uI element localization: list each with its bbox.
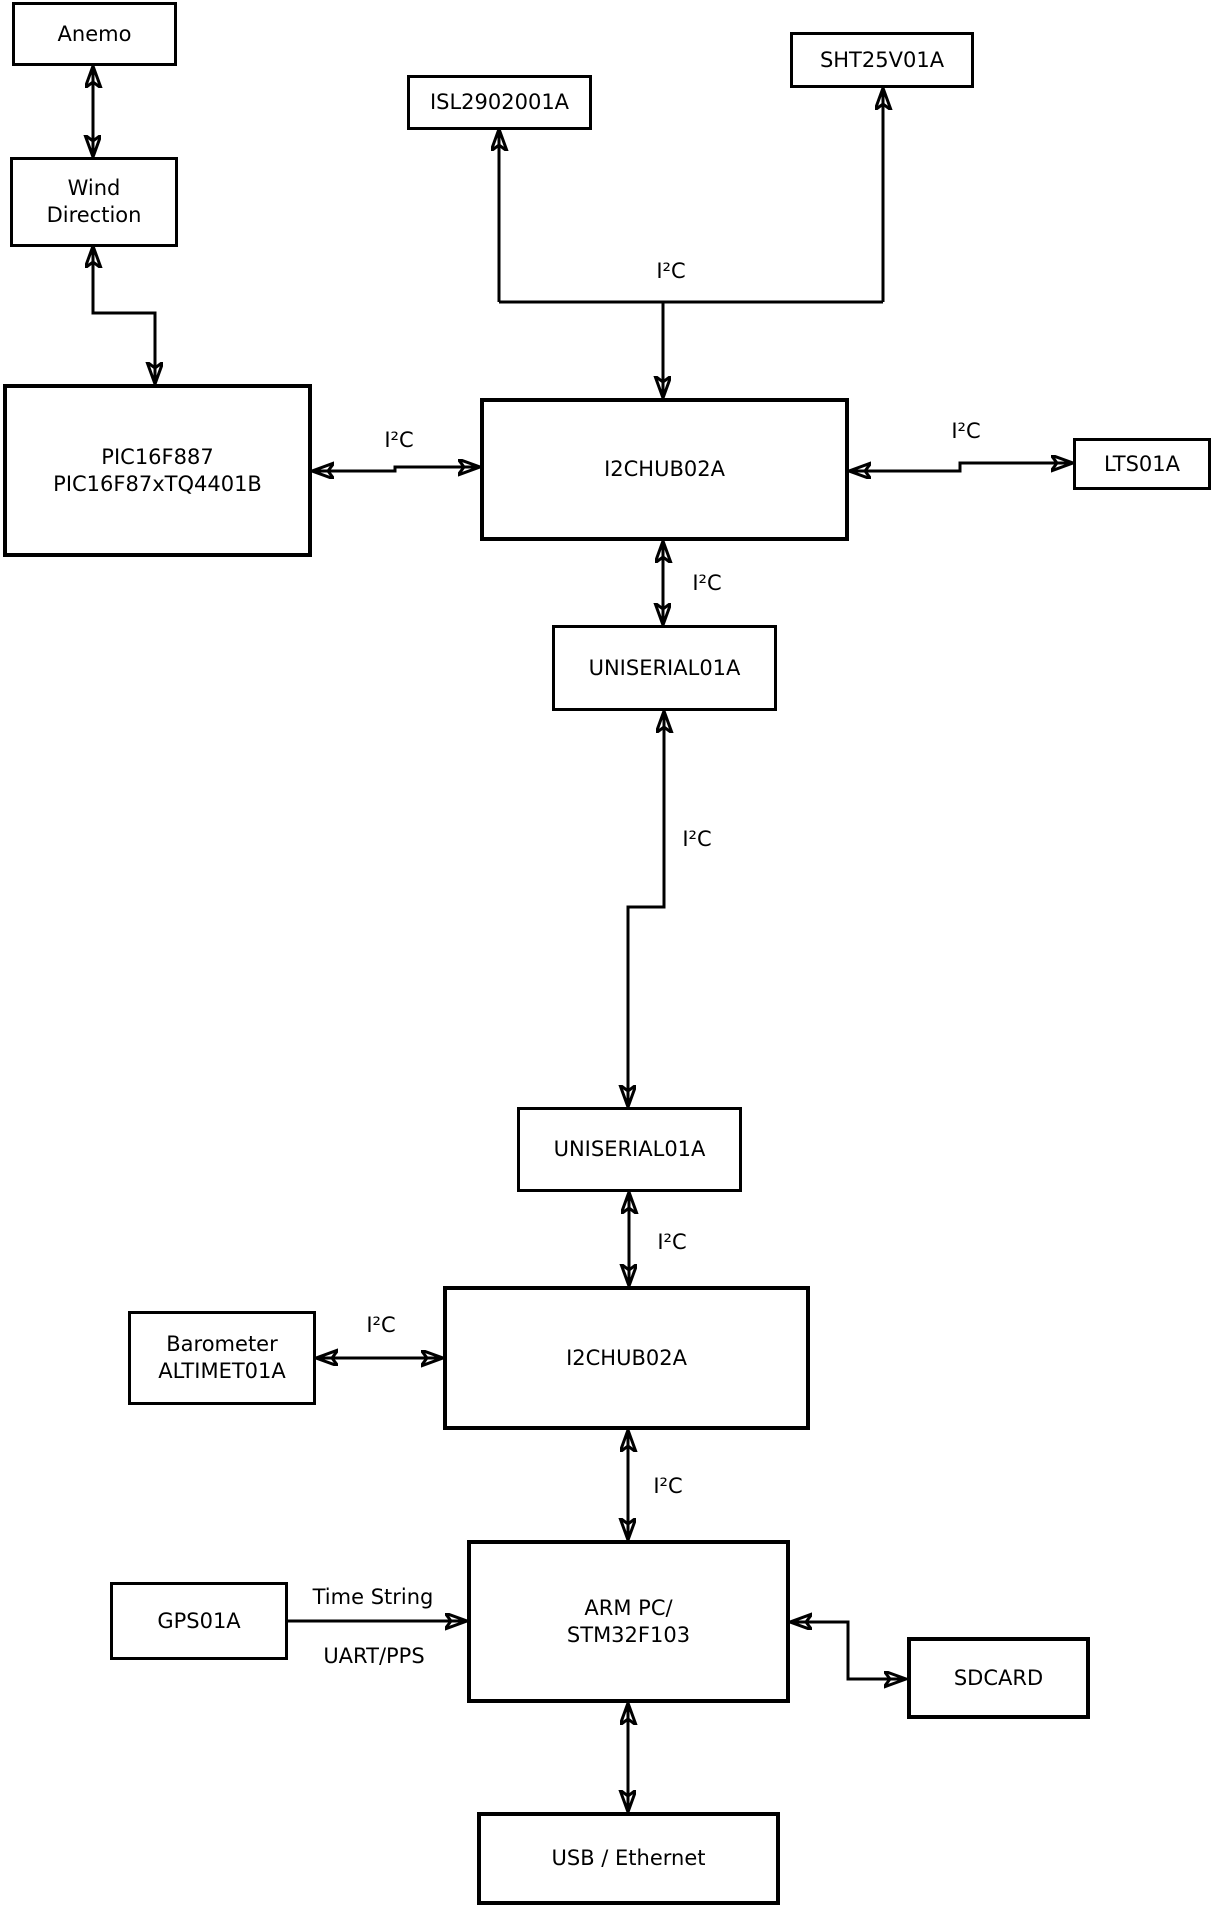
node-arm-pc-label-line2: STM32F103 — [566, 1622, 691, 1647]
node-sht25v01a-label: SHT25V01A — [819, 47, 945, 72]
node-gps01a: GPS01A — [110, 1582, 288, 1660]
edge-label-i2c-barometer-hubbottom: I²C — [366, 1313, 396, 1337]
node-uniserial01a-bottom-label: UNISERIAL01A — [553, 1137, 706, 1161]
connector-winddirection-pic — [93, 246, 155, 384]
node-sdcard: SDCARD — [907, 1637, 1090, 1719]
connector-armpc-sdcard — [790, 1622, 906, 1679]
edge-label-i2c-pic-hubtop: I²C — [384, 428, 414, 452]
node-arm-pc-stm32f103: ARM PC/ STM32F103 — [467, 1540, 790, 1703]
node-isl2902001a: ISL2902001A — [407, 75, 592, 130]
node-isl2902001a-label: ISL2902001A — [429, 90, 570, 114]
edge-label-i2c-bus: I²C — [656, 259, 686, 283]
edge-label-i2c-hubtop-uniserialtop: I²C — [692, 571, 722, 595]
node-i2chub02a-bottom: I2CHUB02A — [443, 1286, 810, 1430]
node-pic16f887-label-line2: PIC16F87xTQ4401B — [53, 471, 262, 496]
node-uniserial01a-bottom: UNISERIAL01A — [517, 1107, 742, 1192]
node-uniserial01a-top: UNISERIAL01A — [552, 625, 777, 711]
node-i2chub02a-top-label: I2CHUB02A — [604, 457, 725, 481]
node-sht25v01a: SHT25V01A — [790, 32, 974, 88]
edge-label-uart-pps: UART/PPS — [323, 1644, 425, 1668]
node-pic16f887: PIC16F887 PIC16F87xTQ4401B — [3, 384, 312, 557]
node-barometer-label-line1: Barometer — [166, 1332, 278, 1356]
node-usb-ethernet-label: USB / Ethernet — [551, 1846, 706, 1870]
node-wind-direction: Wind Direction — [10, 157, 178, 247]
node-wind-direction-label-line2: Direction — [46, 203, 142, 227]
node-barometer-altimet01a: Barometer ALTIMET01A — [128, 1311, 316, 1405]
edge-label-i2c-hubtop-lts: I²C — [951, 419, 981, 443]
node-arm-pc-label-line1: ARM PC/ — [584, 1595, 673, 1620]
node-i2chub02a-top: I2CHUB02A — [480, 398, 849, 541]
node-gps01a-label: GPS01A — [157, 1608, 241, 1633]
connector-pic-hubtop — [312, 467, 480, 471]
edge-label-i2c-hubbottom-armpc: I²C — [653, 1474, 683, 1498]
node-lts01a: LTS01A — [1073, 438, 1211, 490]
edge-label-i2c-uniserialbottom-hubbottom: I²C — [657, 1230, 687, 1254]
node-uniserial01a-top-label: UNISERIAL01A — [588, 655, 741, 680]
node-pic16f887-label-line1: PIC16F887 — [101, 444, 214, 469]
connector-uniserialtop-uniserialbottom — [628, 711, 664, 1107]
connector-hubtop-lts — [849, 463, 1073, 471]
node-anemo-label: Anemo — [57, 21, 132, 46]
node-sdcard-label: SDCARD — [953, 1665, 1044, 1690]
node-barometer-label-line2: ALTIMET01A — [158, 1359, 286, 1383]
edge-label-time-string: Time String — [312, 1585, 434, 1609]
node-i2chub02a-bottom-label: I2CHUB02A — [566, 1345, 687, 1370]
node-anemo: Anemo — [12, 2, 177, 66]
node-lts01a-label: LTS01A — [1103, 451, 1181, 476]
node-wind-direction-label-line1: Wind — [67, 176, 121, 200]
edge-label-i2c-uniserial-link: I²C — [682, 827, 712, 851]
node-usb-ethernet: USB / Ethernet — [477, 1812, 780, 1905]
